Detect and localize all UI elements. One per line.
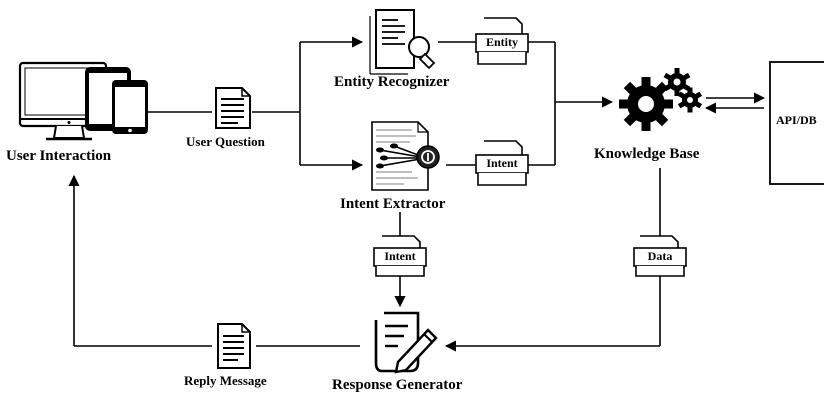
entity-tag-label: Entity <box>485 35 518 49</box>
document-icon <box>215 87 251 129</box>
entity-tag-frame <box>475 17 529 65</box>
gears-icon <box>619 68 703 131</box>
data-tag-frame <box>633 235 687 277</box>
knowledge-base-label: Knowledge Base <box>594 146 700 162</box>
tag-frames <box>373 17 687 277</box>
document-pen-icon <box>374 311 438 374</box>
intent-down-tag-frame <box>373 235 427 277</box>
desktop-tablet-phone-icon <box>18 61 148 141</box>
document-network-icon <box>371 121 440 191</box>
intent-extractor-label: Intent Extractor <box>340 196 446 212</box>
response-generator-label: Response Generator <box>332 377 463 393</box>
reply-message-label: Reply Message <box>184 373 267 388</box>
intent-down-tag-label: Intent <box>384 249 416 263</box>
connectors <box>68 36 766 352</box>
document-icon <box>217 323 251 369</box>
document-search-icon <box>369 9 436 75</box>
data-tag-label: Data <box>647 249 673 263</box>
api-db-label: API/DB <box>776 113 817 127</box>
entity-recognizer-label: Entity Recognizer <box>334 74 450 90</box>
api-db-box <box>769 61 824 185</box>
user-question-label: User Question <box>186 134 265 149</box>
user-interaction-label: User Interaction <box>6 148 112 164</box>
intent-tag-frame <box>475 140 529 186</box>
intent-tag-label: Intent <box>486 156 518 170</box>
